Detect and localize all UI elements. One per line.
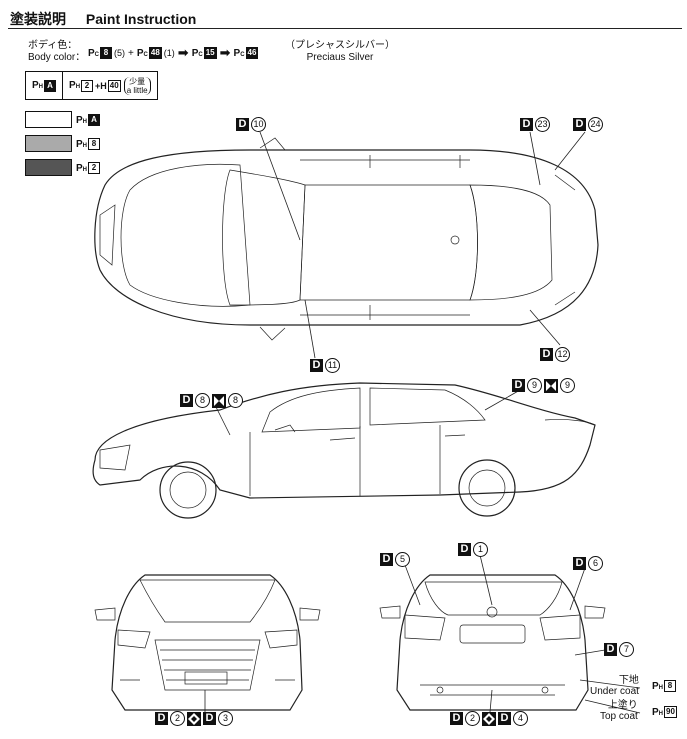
car-rear-view <box>379 574 606 711</box>
car-top-view <box>94 137 599 341</box>
body-color-label-en: Body color： <box>28 52 86 63</box>
callout-leaders <box>204 131 641 714</box>
color-name-en: Preciaus Silver <box>306 52 374 63</box>
swatch-white <box>25 111 72 128</box>
color-name: （プレシャスシルバー） Preciaus Silver <box>285 40 395 64</box>
mirror-decal-icon <box>482 711 496 726</box>
title-divider <box>8 28 682 29</box>
mirror-decal-icon <box>544 378 558 393</box>
swatch-dark <box>25 159 72 176</box>
car-front-view <box>94 574 321 711</box>
page-title: 塗装説明 Paint Instruction <box>10 9 196 29</box>
body-color-label-jp: ボディ色： <box>28 40 78 51</box>
mirror-decal-icon <box>187 711 201 726</box>
color-name-jp: （プレシャスシルバー） <box>285 40 395 51</box>
car-side-view <box>92 382 596 519</box>
body-color-label: ボディ色： Body color： <box>28 40 85 64</box>
arrow-icon: ➡ <box>219 45 231 60</box>
title-jp: 塗装説明 <box>10 11 66 27</box>
title-en: Paint Instruction <box>85 11 197 27</box>
swatch-gray <box>25 135 72 152</box>
under-coat-label: 下地 Under coat <box>590 675 639 697</box>
top-coat-label: 上塗り Top coat <box>600 700 638 722</box>
arrow-icon: ➡ <box>177 45 189 60</box>
mirror-decal-icon <box>212 393 226 408</box>
